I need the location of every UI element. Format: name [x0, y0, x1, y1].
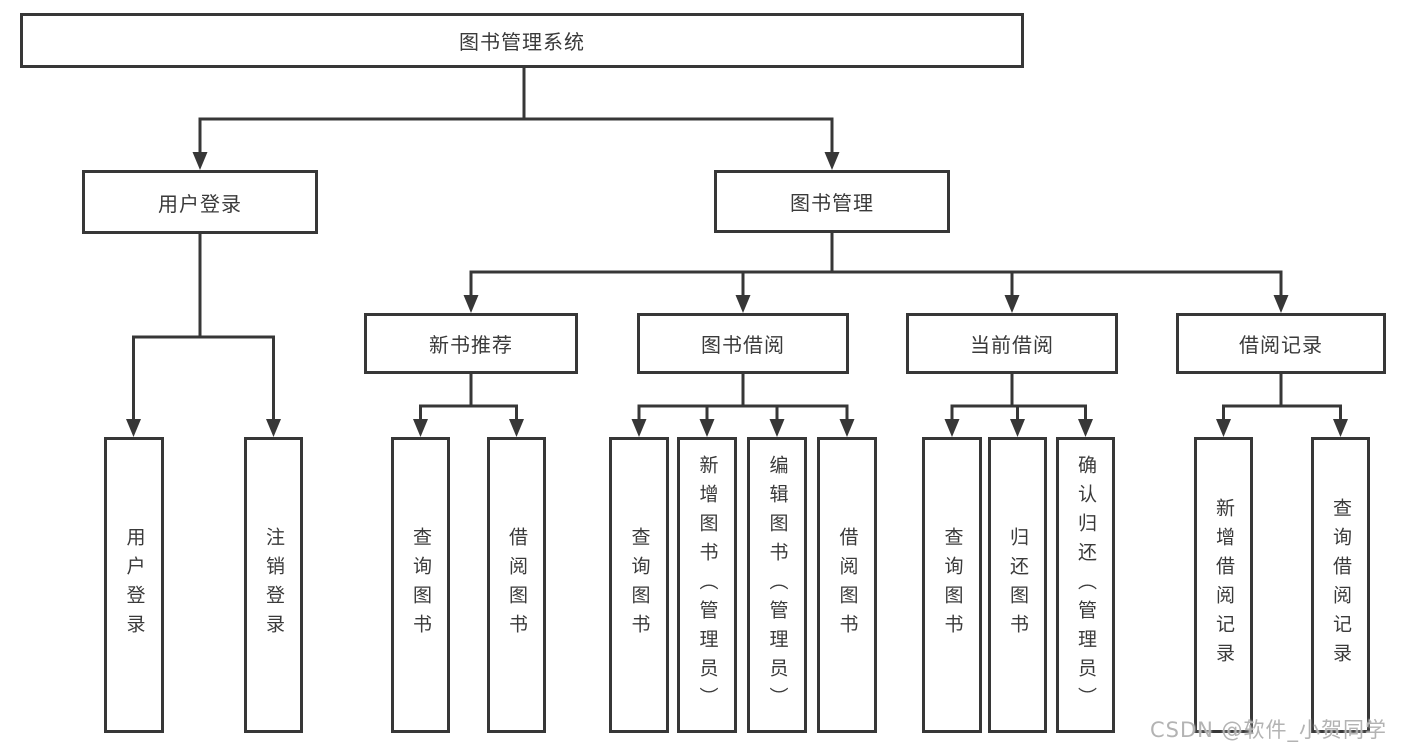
arrow-down-icon	[266, 419, 281, 437]
leaf-edit-book-admin: 编辑图书（管理员）	[747, 437, 807, 733]
arrow-down-icon	[1216, 419, 1231, 437]
node-current-borrowing: 当前借阅	[906, 313, 1118, 374]
node-borrowing-records: 借阅记录	[1176, 313, 1386, 374]
arrow-down-icon	[1078, 419, 1093, 437]
arrow-down-icon	[413, 419, 428, 437]
leaf-label: 借阅图书	[506, 527, 528, 643]
node-book-borrowing: 图书借阅	[637, 313, 849, 374]
leaf-label: 查询图书	[941, 527, 964, 643]
arrow-down-icon	[824, 152, 840, 170]
leaf-label: 编辑图书（管理员）	[766, 454, 789, 716]
node-library-management-system: 图书管理系统	[20, 13, 1024, 68]
leaf-query-books-current: 查询图书	[922, 437, 982, 733]
arrow-down-icon	[699, 419, 715, 437]
arrow-down-icon	[509, 419, 524, 437]
leaf-add-book-admin: 新增图书（管理员）	[677, 437, 737, 733]
arrow-down-icon	[463, 295, 479, 313]
leaf-borrow-books: 借阅图书	[817, 437, 877, 733]
arrow-down-icon	[944, 419, 960, 437]
node-book-management: 图书管理	[714, 170, 950, 233]
leaf-add-borrow-record: 新增借阅记录	[1194, 437, 1253, 733]
leaf-user-login: 用户登录	[104, 437, 164, 733]
leaf-label: 确认归还（管理员）	[1075, 454, 1097, 716]
arrow-down-icon	[631, 419, 647, 437]
connector-new-rec-leaves	[419, 374, 518, 423]
node-user-login: 用户登录	[82, 170, 318, 234]
leaf-query-books-recommend: 查询图书	[391, 437, 450, 733]
leaf-label: 查询图书	[628, 527, 651, 643]
connector-user-login-leaves	[132, 234, 275, 423]
leaf-logout: 注销登录	[244, 437, 303, 733]
leaf-label: 归还图书	[1007, 527, 1029, 643]
arrow-down-icon	[192, 152, 208, 170]
arrow-down-icon	[1273, 295, 1289, 313]
leaf-label: 注销登录	[263, 527, 285, 643]
leaf-label: 借阅图书	[836, 527, 859, 643]
connector-records-leaves	[1222, 374, 1342, 423]
connector-book-mgmt-level3	[469, 233, 1283, 299]
arrow-down-icon	[769, 419, 785, 437]
node-new-book-recommend: 新书推荐	[364, 313, 578, 374]
arrow-down-icon	[839, 419, 855, 437]
arrow-down-icon	[1004, 295, 1020, 313]
arrow-down-icon	[1010, 419, 1025, 437]
leaf-label: 用户登录	[123, 527, 146, 643]
csdn-watermark: CSDN @软件_小贺同学	[1150, 718, 1388, 742]
leaf-query-borrow-record: 查询借阅记录	[1311, 437, 1370, 733]
leaf-label: 新增图书（管理员）	[696, 454, 719, 716]
leaf-borrow-books-recommend: 借阅图书	[487, 437, 546, 733]
connector-current-leaves	[950, 374, 1087, 423]
leaf-label: 查询图书	[410, 527, 432, 643]
connector-root-level2	[198, 68, 834, 156]
arrow-down-icon	[1333, 419, 1348, 437]
leaf-return-book: 归还图书	[988, 437, 1047, 733]
leaf-query-books-borrowing: 查询图书	[609, 437, 669, 733]
connector-borrowing-leaves	[637, 374, 849, 423]
leaf-label: 查询借阅记录	[1330, 498, 1352, 672]
leaf-confirm-return-admin: 确认归还（管理员）	[1056, 437, 1115, 733]
leaf-label: 新增借阅记录	[1213, 498, 1235, 672]
arrow-down-icon	[126, 419, 141, 437]
arrow-down-icon	[735, 295, 751, 313]
